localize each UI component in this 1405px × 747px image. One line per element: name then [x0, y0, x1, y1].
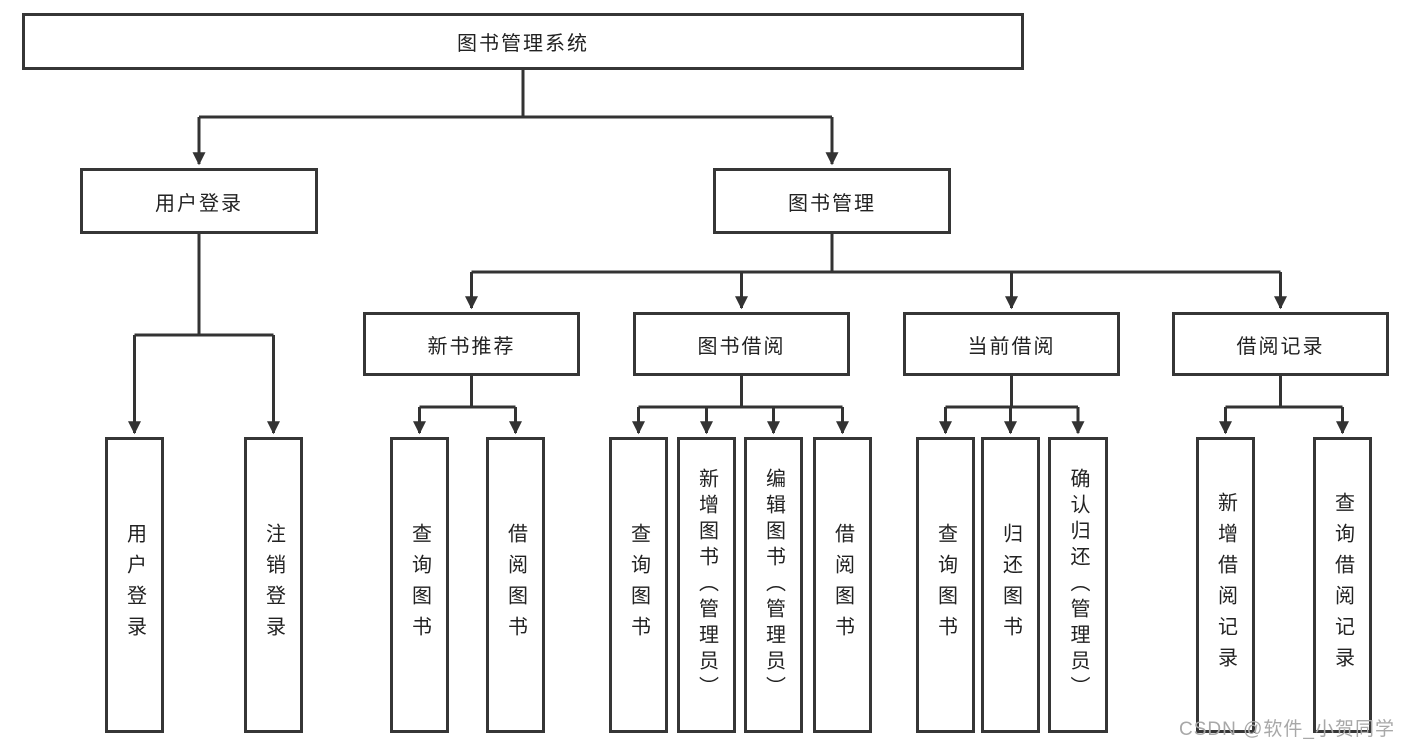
node-system-root: 图书管理系统	[22, 13, 1024, 70]
leaf-current-confirm-return-admin: 确认归还（管理员）	[1048, 437, 1108, 733]
leaf-records-add-record-label: 新增借阅记录	[1214, 492, 1237, 678]
leaf-borrow-add-books-admin: 新增图书（管理员）	[677, 437, 736, 733]
leaf-borrow-edit-books-admin-label: 编辑图书（管理员）	[762, 468, 785, 702]
node-user-login: 用户登录	[80, 168, 318, 234]
leaf-logout: 注销登录	[244, 437, 303, 733]
leaf-recommend-borrow-books-label: 借阅图书	[504, 523, 527, 647]
watermark-text: CSDN @软件_小贺同学	[1179, 719, 1395, 740]
leaf-recommend-query-books-label: 查询图书	[408, 523, 431, 647]
leaf-user-login: 用户登录	[105, 437, 164, 733]
leaf-records-query-record: 查询借阅记录	[1313, 437, 1372, 733]
leaf-current-confirm-return-admin-label: 确认归还（管理员）	[1067, 468, 1089, 702]
node-current-borrow: 当前借阅	[903, 312, 1120, 376]
leaf-records-query-record-label: 查询借阅记录	[1331, 492, 1354, 678]
leaf-borrow-edit-books-admin: 编辑图书（管理员）	[744, 437, 803, 733]
leaf-logout-label: 注销登录	[262, 523, 285, 647]
leaf-records-add-record: 新增借阅记录	[1196, 437, 1255, 733]
leaf-current-return-books-label: 归还图书	[999, 523, 1022, 647]
leaf-borrow-add-books-admin-label: 新增图书（管理员）	[695, 468, 718, 702]
leaf-borrow-borrow-books: 借阅图书	[813, 437, 872, 733]
node-borrow-records: 借阅记录	[1172, 312, 1389, 376]
leaf-recommend-borrow-books: 借阅图书	[486, 437, 545, 733]
node-book-management: 图书管理	[713, 168, 951, 234]
leaf-user-login-label: 用户登录	[123, 523, 146, 647]
leaf-current-return-books: 归还图书	[981, 437, 1040, 733]
node-new-book-recommend: 新书推荐	[363, 312, 580, 376]
leaf-recommend-query-books: 查询图书	[390, 437, 449, 733]
leaf-current-query-books: 查询图书	[916, 437, 975, 733]
leaf-current-query-books-label: 查询图书	[934, 523, 957, 647]
node-book-borrow: 图书借阅	[633, 312, 850, 376]
leaf-borrow-query-books-label: 查询图书	[627, 523, 650, 647]
leaf-borrow-borrow-books-label: 借阅图书	[831, 523, 854, 647]
leaf-borrow-query-books: 查询图书	[609, 437, 668, 733]
